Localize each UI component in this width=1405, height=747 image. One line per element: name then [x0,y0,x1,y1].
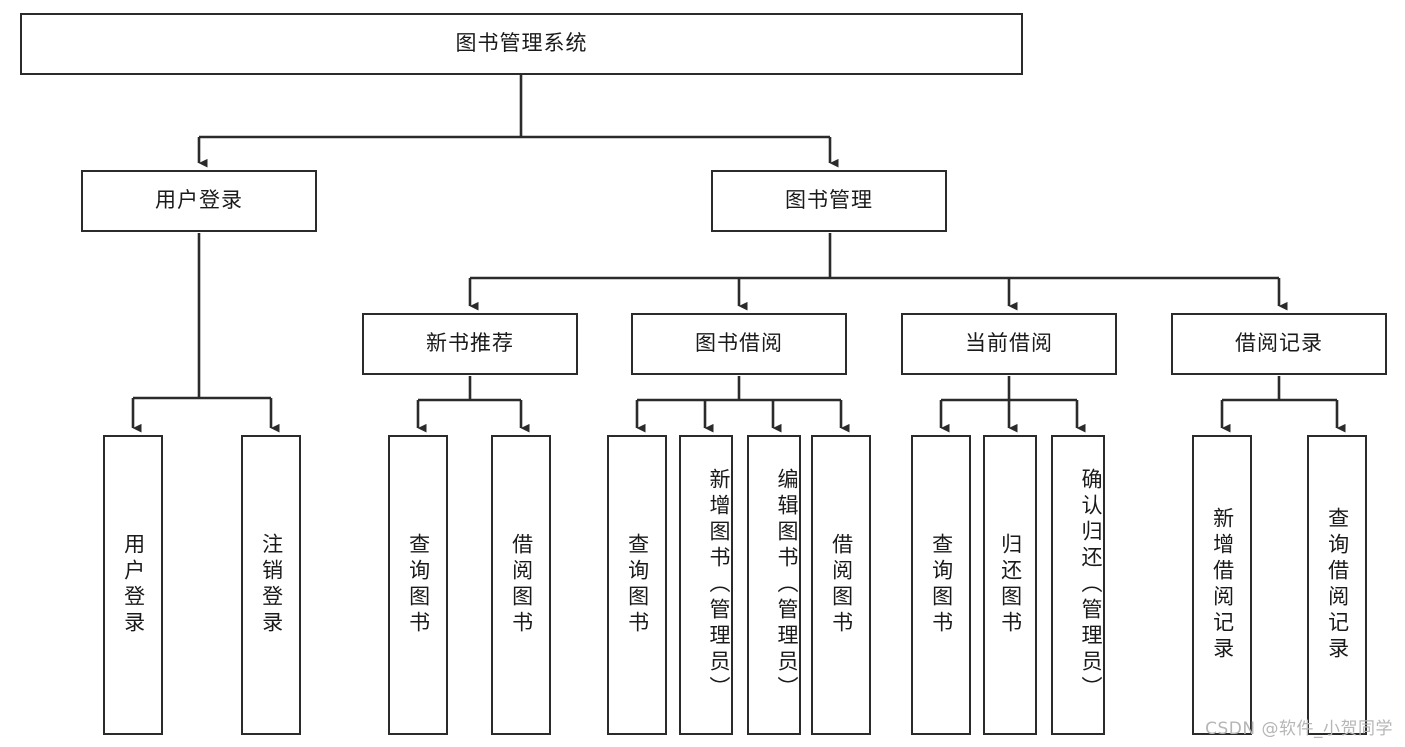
node-user-login[interactable]: 用户登录 [81,170,317,232]
node-label: 当前借阅 [965,331,1053,356]
edge-current-borrow-to-leaves [939,376,1086,433]
edge-root-to-level2 [197,75,839,168]
node-label: 借阅记录 [1235,331,1323,356]
node-label: 用户登录 [155,188,243,213]
leaf-book-borrow-add[interactable]: 新增图书（管理员） [679,435,733,735]
node-label: 图书管理系统 [455,31,588,56]
node-label: 图书管理 [785,188,873,213]
node-root-book-management-system[interactable]: 图书管理系统 [20,13,1023,75]
node-label: 查询图书 [929,533,954,637]
node-label: 查询图书 [625,533,650,637]
node-borrow-record[interactable]: 借阅记录 [1171,313,1387,375]
node-label: 确认归还（管理员） [1079,468,1103,702]
edge-borrow-record-to-leaves [1220,376,1346,433]
node-new-book-recommend[interactable]: 新书推荐 [362,313,578,375]
node-label: 借阅图书 [509,533,534,637]
leaf-current-borrow-confirm-return[interactable]: 确认归还（管理员） [1051,435,1105,735]
leaf-current-borrow-return[interactable]: 归还图书 [983,435,1037,735]
node-label: 新增借阅记录 [1210,507,1235,663]
leaf-user-login-login[interactable]: 用户登录 [103,435,163,735]
node-label: 新增图书（管理员） [707,468,731,702]
node-label: 用户登录 [121,533,146,637]
leaf-borrow-record-query[interactable]: 查询借阅记录 [1307,435,1367,735]
edge-book-manage-to-level3 [468,233,1288,311]
node-label: 查询借阅记录 [1325,507,1350,663]
watermark-text: CSDN @软件_小贺同学 [1205,719,1393,739]
leaf-new-book-borrow[interactable]: 借阅图书 [491,435,551,735]
node-current-borrow[interactable]: 当前借阅 [901,313,1117,375]
node-label: 图书借阅 [695,331,783,356]
node-label: 编辑图书（管理员） [775,468,799,702]
leaf-current-borrow-query[interactable]: 查询图书 [911,435,971,735]
node-label: 归还图书 [998,533,1023,637]
edge-user-login-to-leaves [131,233,280,433]
node-label: 查询图书 [406,533,431,637]
leaf-book-borrow-query[interactable]: 查询图书 [607,435,667,735]
edge-book-borrow-to-leaves [635,376,850,433]
node-label: 新书推荐 [426,331,514,356]
leaf-book-borrow-edit[interactable]: 编辑图书（管理员） [747,435,801,735]
node-label: 注销登录 [259,533,284,637]
node-label: 借阅图书 [829,533,854,637]
node-book-management[interactable]: 图书管理 [711,170,947,232]
leaf-new-book-query[interactable]: 查询图书 [388,435,448,735]
leaf-book-borrow-borrow[interactable]: 借阅图书 [811,435,871,735]
leaf-user-login-logout[interactable]: 注销登录 [241,435,301,735]
node-book-borrow[interactable]: 图书借阅 [631,313,847,375]
leaf-borrow-record-add[interactable]: 新增借阅记录 [1192,435,1252,735]
edge-new-book-to-leaves [416,376,530,433]
